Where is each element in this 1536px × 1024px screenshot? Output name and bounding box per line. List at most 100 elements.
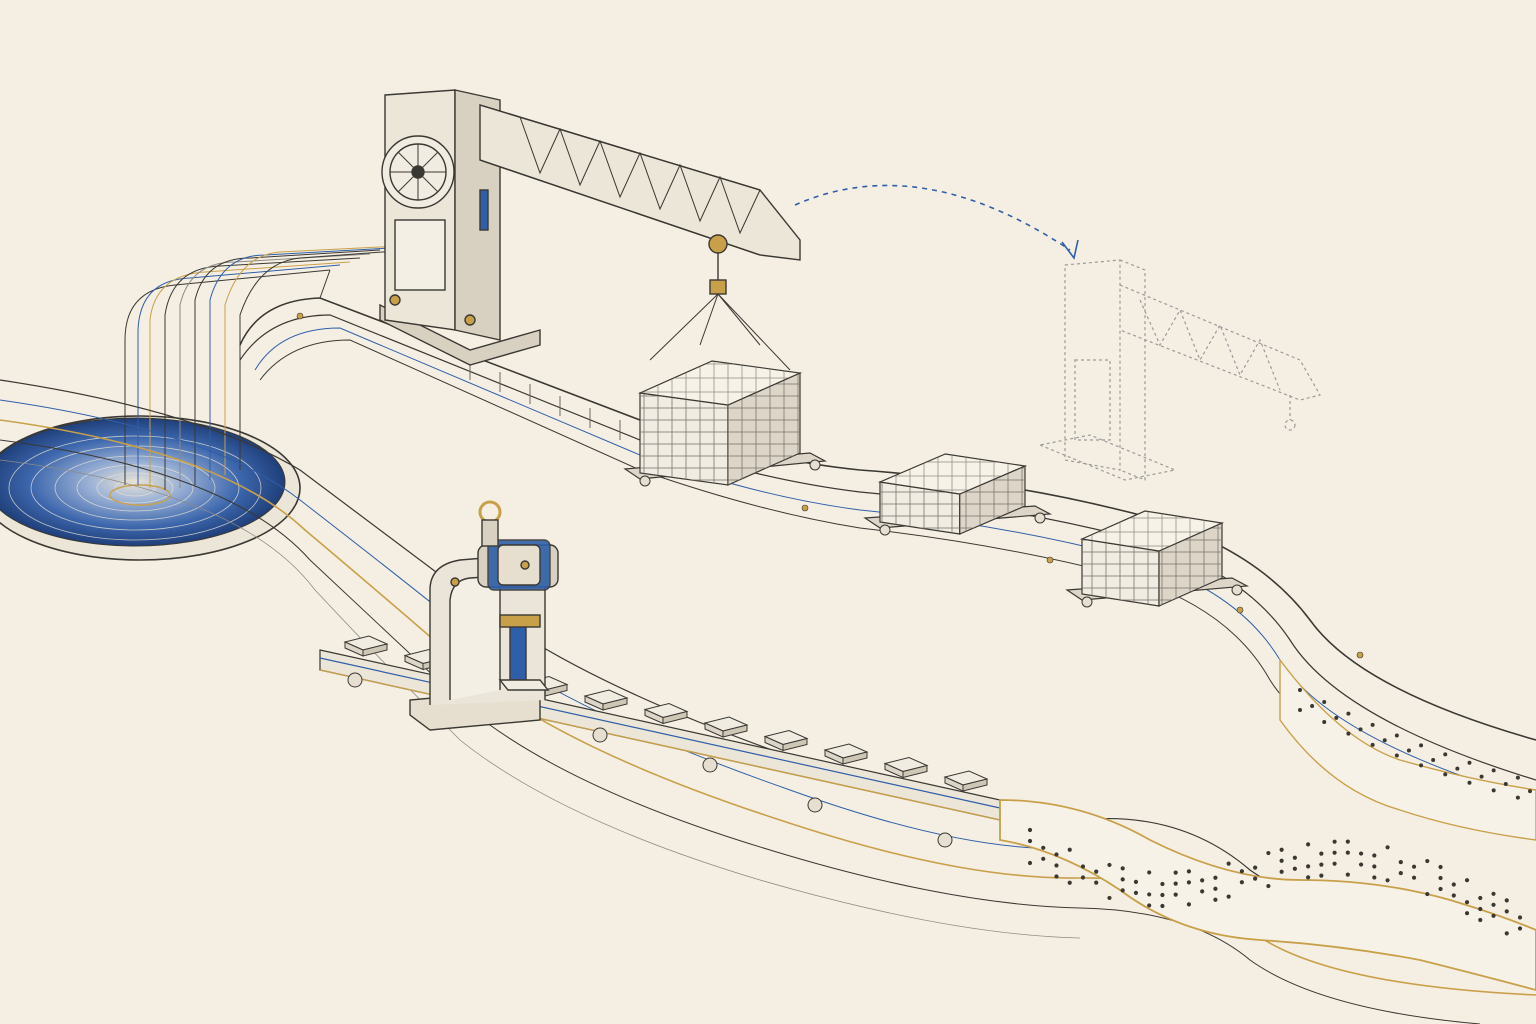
tape-hole bbox=[1319, 862, 1324, 867]
tape-hole bbox=[1372, 875, 1377, 880]
tape-hole bbox=[1306, 875, 1311, 880]
tape-hole bbox=[1451, 893, 1456, 898]
tape-hole bbox=[1406, 748, 1411, 753]
tape-hole bbox=[1491, 891, 1496, 896]
tape-hole bbox=[1491, 902, 1496, 907]
tape-hole bbox=[1279, 858, 1284, 863]
tape-hole bbox=[1292, 855, 1297, 860]
tape-hole bbox=[1332, 850, 1337, 855]
tape-hole bbox=[1298, 708, 1302, 712]
tape-hole bbox=[1054, 863, 1059, 868]
tape-hole bbox=[1147, 892, 1152, 897]
tape-hole bbox=[1517, 915, 1523, 920]
tape-hole bbox=[1491, 768, 1496, 773]
track-rivets bbox=[296, 312, 1364, 659]
tape-hole bbox=[1133, 879, 1139, 884]
tape-hole bbox=[1027, 827, 1033, 833]
tape-hole bbox=[1370, 742, 1375, 747]
tape-hole bbox=[1226, 861, 1231, 866]
tape-hole bbox=[1253, 865, 1258, 870]
tape-hole bbox=[1467, 780, 1472, 785]
tape-hole bbox=[1372, 853, 1377, 858]
tape-hole bbox=[1213, 897, 1218, 902]
tape-hole bbox=[1080, 875, 1086, 880]
tape-hole bbox=[1186, 869, 1192, 874]
tape-hole bbox=[1385, 845, 1390, 850]
tape-hole bbox=[1425, 891, 1430, 897]
tape-hole bbox=[1306, 842, 1311, 847]
tape-hole bbox=[1394, 753, 1399, 758]
tape-hole bbox=[1372, 864, 1377, 869]
falling-streams bbox=[124, 245, 411, 490]
tape-hole bbox=[1186, 880, 1192, 885]
tile bbox=[343, 635, 389, 657]
tape-hole bbox=[1443, 752, 1448, 757]
tape-hole bbox=[1147, 903, 1152, 908]
boom-truss bbox=[519, 116, 761, 235]
tape-hole bbox=[1478, 895, 1483, 901]
tape-hole bbox=[1173, 892, 1178, 897]
tape-hole bbox=[1345, 850, 1350, 855]
tape-hole bbox=[1292, 866, 1297, 871]
tape-hole bbox=[1186, 902, 1192, 907]
tape-hole bbox=[1310, 703, 1315, 708]
tile bbox=[883, 756, 929, 779]
tape-hole bbox=[1200, 878, 1205, 883]
tape-hole bbox=[1239, 869, 1244, 874]
cargo-carts bbox=[623, 360, 1250, 608]
tape-hole bbox=[1160, 881, 1165, 887]
gantry-crane bbox=[379, 89, 801, 371]
tape-hole bbox=[1504, 898, 1509, 903]
tape-hole bbox=[1094, 869, 1099, 874]
tape-hole bbox=[1346, 711, 1351, 716]
tape-hole bbox=[1200, 889, 1205, 894]
tape-hole bbox=[1226, 894, 1231, 899]
tape-hole bbox=[1027, 860, 1033, 866]
tile bbox=[943, 770, 989, 792]
tape-hole bbox=[1054, 874, 1059, 879]
tape-hole bbox=[1120, 866, 1125, 871]
tape-hole bbox=[1464, 900, 1470, 905]
tape-hole bbox=[1306, 864, 1311, 869]
tape-hole bbox=[1322, 719, 1327, 724]
cart-with-block bbox=[623, 360, 828, 487]
tape-hole bbox=[1041, 845, 1046, 850]
tape-hole bbox=[1120, 877, 1125, 882]
tape-hole bbox=[1160, 892, 1165, 898]
tape-hole bbox=[1478, 906, 1483, 912]
tape-hole bbox=[1173, 870, 1178, 875]
tape-hole bbox=[1120, 888, 1125, 893]
tape-hole bbox=[1451, 882, 1456, 887]
tape-hole bbox=[1345, 872, 1350, 877]
tape-hole bbox=[1419, 763, 1424, 768]
tape-hole bbox=[1332, 861, 1337, 866]
tape-hole bbox=[1041, 856, 1046, 861]
tape-hole bbox=[1080, 864, 1086, 869]
tape-hole bbox=[1411, 864, 1417, 869]
tape-hole bbox=[1358, 862, 1364, 867]
tape-hole bbox=[1467, 760, 1472, 765]
tape-hole bbox=[1298, 688, 1302, 692]
punched-tape-ribbon bbox=[999, 657, 1536, 991]
tape-hole bbox=[1027, 838, 1033, 844]
tape-hole bbox=[1385, 878, 1390, 883]
tape-hole bbox=[1491, 788, 1496, 793]
tape-hole bbox=[1504, 931, 1509, 936]
tape-hole bbox=[1464, 878, 1470, 883]
tape-hole bbox=[1094, 880, 1099, 885]
tape-hole bbox=[1438, 875, 1443, 881]
tape-hole bbox=[1266, 883, 1271, 889]
tape-hole bbox=[1515, 775, 1520, 780]
tape-hole bbox=[1279, 869, 1284, 874]
tape-hole bbox=[1443, 772, 1448, 777]
tile bbox=[763, 729, 809, 752]
tile bbox=[583, 689, 629, 711]
tape-hole bbox=[1358, 727, 1363, 732]
tape-hole bbox=[1213, 875, 1218, 880]
tile bbox=[823, 743, 869, 765]
tape-hole bbox=[1419, 743, 1424, 748]
tile bbox=[703, 716, 749, 738]
tape-hole bbox=[1054, 852, 1059, 857]
tape-hole bbox=[1438, 886, 1443, 892]
